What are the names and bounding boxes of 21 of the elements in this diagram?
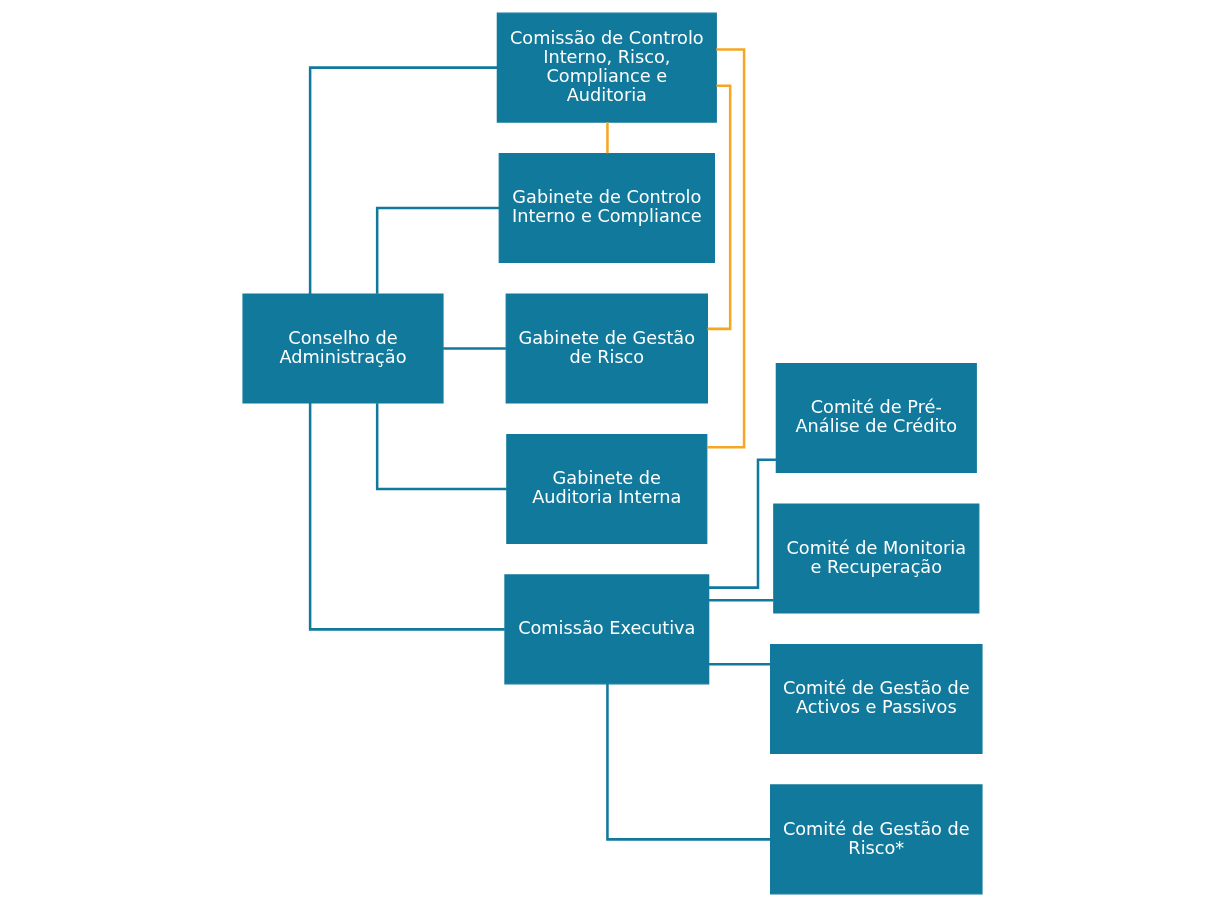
node-box: Comissão de Controlo Interno, Risco, Compliance e Auditoria bbox=[496, 12, 717, 123]
node-box: Comité de Pré-Análise de Crédito bbox=[775, 363, 977, 474]
connector bbox=[708, 662, 770, 666]
node-box: Comissão Executiva bbox=[503, 574, 709, 685]
connector bbox=[707, 84, 731, 331]
connector bbox=[706, 48, 745, 449]
node-box: Gabinete de Gestão de Risco bbox=[505, 293, 708, 404]
connector bbox=[308, 403, 505, 631]
connector bbox=[308, 66, 497, 294]
connector bbox=[375, 206, 499, 294]
node-box: Comité de Monitoria e Recuperação bbox=[772, 503, 979, 614]
node-box: Comité de Gestão de Activos e Passivos bbox=[769, 643, 983, 754]
node-box: Conselho de Administração bbox=[241, 293, 444, 404]
node-box: Gabinete de Controlo Interno e Compliance bbox=[498, 153, 715, 264]
connector bbox=[708, 599, 773, 602]
node-box: Comité de Gestão de Risco* bbox=[769, 784, 983, 895]
connector bbox=[605, 684, 770, 841]
node-box: Gabinete de Auditoria Interna bbox=[505, 433, 707, 544]
connector bbox=[375, 403, 507, 491]
connector bbox=[442, 347, 506, 350]
connector bbox=[605, 122, 609, 154]
